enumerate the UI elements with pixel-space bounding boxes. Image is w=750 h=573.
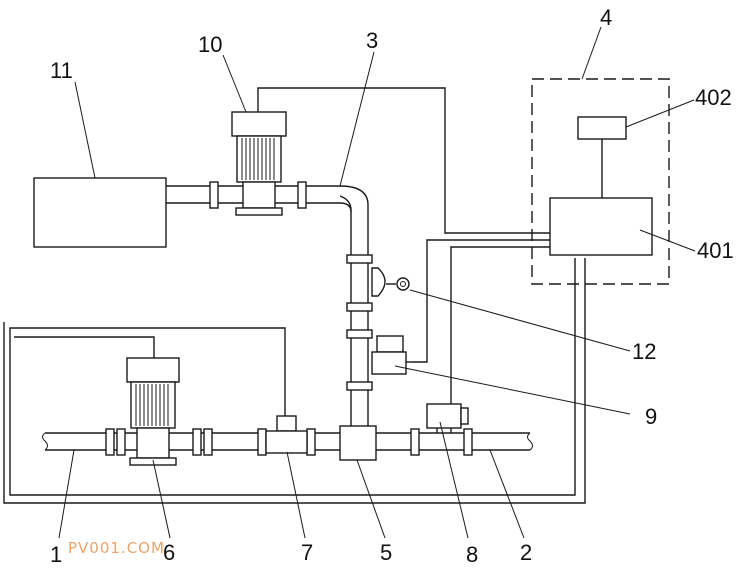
pump10-fins: [241, 138, 275, 180]
flange: [463, 428, 473, 456]
label-7: 7: [301, 540, 313, 565]
label-3: 3: [366, 28, 378, 53]
display-module-402: [577, 116, 627, 140]
valve8-cap: [460, 407, 469, 425]
label-402: 402: [695, 85, 732, 110]
pump6-motor-cap: [126, 357, 180, 383]
pump6-housing: [136, 427, 170, 459]
label-8: 8: [466, 542, 478, 567]
gauge12-dial: [396, 277, 410, 291]
pipe-right-break: [527, 432, 533, 451]
flange: [257, 428, 267, 456]
upper-pipe-bottom-join: [339, 202, 352, 213]
label-401: 401: [697, 238, 734, 263]
riser-flange: [346, 381, 373, 391]
pump6-fins: [135, 384, 169, 426]
riser-flange: [346, 329, 373, 339]
tank-11: [33, 177, 167, 248]
wire-valve8-to-401: [450, 246, 550, 404]
pump6-motor-wire: [14, 336, 155, 358]
sensor9-body: [371, 351, 407, 375]
riser-flange: [346, 302, 373, 312]
pipe-left-break: [42, 432, 48, 451]
flange: [410, 428, 420, 456]
pump10-motor-cap: [231, 111, 287, 137]
valve7-actuator: [276, 415, 297, 432]
flange: [306, 428, 316, 456]
label-4: 4: [600, 5, 612, 30]
label-5: 5: [380, 540, 392, 565]
label-10: 10: [198, 32, 222, 57]
valve8-actuator: [426, 403, 462, 429]
label-9: 9: [645, 404, 657, 429]
leader-lines: [58, 26, 696, 539]
control-module-401: [549, 197, 653, 256]
label-11: 11: [50, 58, 73, 83]
label-12: 12: [632, 339, 656, 364]
riser-flange: [346, 254, 373, 264]
wire-pump10-to-401: [257, 87, 550, 234]
flange: [105, 428, 115, 456]
riser-pipe-right: [339, 185, 369, 426]
pump10-base: [235, 207, 283, 216]
wire-sensor9-to-401: [412, 239, 550, 363]
label-2: 2: [520, 540, 532, 565]
gauge12-body: [371, 267, 386, 297]
flange: [203, 428, 213, 456]
pump10-housing: [242, 181, 276, 209]
sensor9-top: [376, 335, 404, 353]
gauge12-dial-center: [400, 281, 406, 287]
label-6: 6: [163, 540, 175, 565]
flange: [297, 181, 307, 209]
valve7-body: [265, 430, 308, 454]
outer-wire-loop-inner: [3, 258, 586, 504]
controller-dashed-box-4: [531, 78, 670, 285]
outer-wire-loop: [9, 258, 576, 496]
flange: [209, 181, 219, 209]
tee-joint-5: [339, 425, 377, 461]
watermark: PV001.COM: [68, 539, 165, 557]
label-1: 1: [50, 542, 62, 567]
flange: [116, 428, 126, 456]
flange: [192, 428, 202, 456]
